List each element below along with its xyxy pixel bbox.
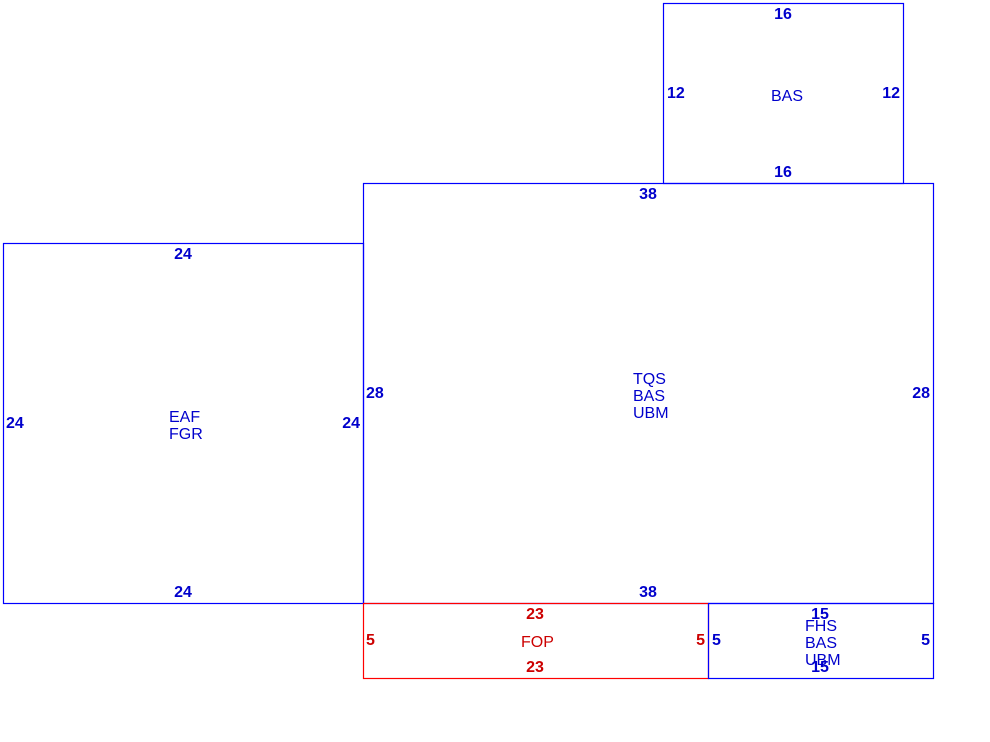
dim-bas-top-top: 16 bbox=[774, 6, 792, 23]
dim-porch-top: 23 bbox=[526, 606, 544, 623]
section-porch: 23 23 5 5 FOP bbox=[362, 602, 710, 680]
dim-garage-right: 24 bbox=[342, 415, 360, 432]
code-fhs-3: UBM bbox=[805, 652, 841, 669]
dim-garage-top: 24 bbox=[174, 246, 192, 263]
section-fhs: 15 15 5 5 FHS BAS UBM bbox=[707, 602, 935, 680]
section-garage: 24 24 24 24 EAF FGR bbox=[2, 242, 365, 605]
dim-bas-top-bottom: 16 bbox=[774, 164, 792, 181]
code-garage-1: EAF bbox=[169, 409, 200, 426]
dim-fhs-left: 5 bbox=[712, 632, 721, 649]
dim-main-bottom: 38 bbox=[639, 584, 657, 601]
dim-fhs-right: 5 bbox=[921, 632, 930, 649]
dim-fhs-bottom: 15 bbox=[811, 659, 829, 676]
code-porch-1: FOP bbox=[521, 634, 554, 651]
section-garage-outline bbox=[2, 242, 365, 605]
dim-bas-top-left: 12 bbox=[667, 85, 685, 102]
dim-bas-top-right: 12 bbox=[882, 85, 900, 102]
code-garage-2: FGR bbox=[169, 426, 203, 443]
dim-porch-bottom: 23 bbox=[526, 659, 544, 676]
code-main-3: UBM bbox=[633, 405, 669, 422]
dim-main-top: 38 bbox=[639, 186, 657, 203]
dim-porch-right: 5 bbox=[696, 632, 705, 649]
dim-fhs-top: 15 bbox=[811, 606, 829, 623]
dim-main-right: 28 bbox=[912, 385, 930, 402]
dim-porch-left: 5 bbox=[366, 632, 375, 649]
dim-main-left: 28 bbox=[366, 385, 384, 402]
section-bas-top: 16 16 12 12 BAS bbox=[662, 2, 905, 185]
section-main: 38 38 28 28 TQS BAS UBM bbox=[362, 182, 935, 605]
dim-garage-left: 24 bbox=[6, 415, 24, 432]
code-bas-top-1: BAS bbox=[771, 88, 803, 105]
section-fhs-outline bbox=[707, 602, 935, 680]
code-fhs-2: BAS bbox=[805, 635, 837, 652]
code-main-1: TQS bbox=[633, 371, 666, 388]
dim-garage-bottom: 24 bbox=[174, 584, 192, 601]
code-main-2: BAS bbox=[633, 388, 665, 405]
code-fhs-1: FHS bbox=[805, 618, 837, 635]
